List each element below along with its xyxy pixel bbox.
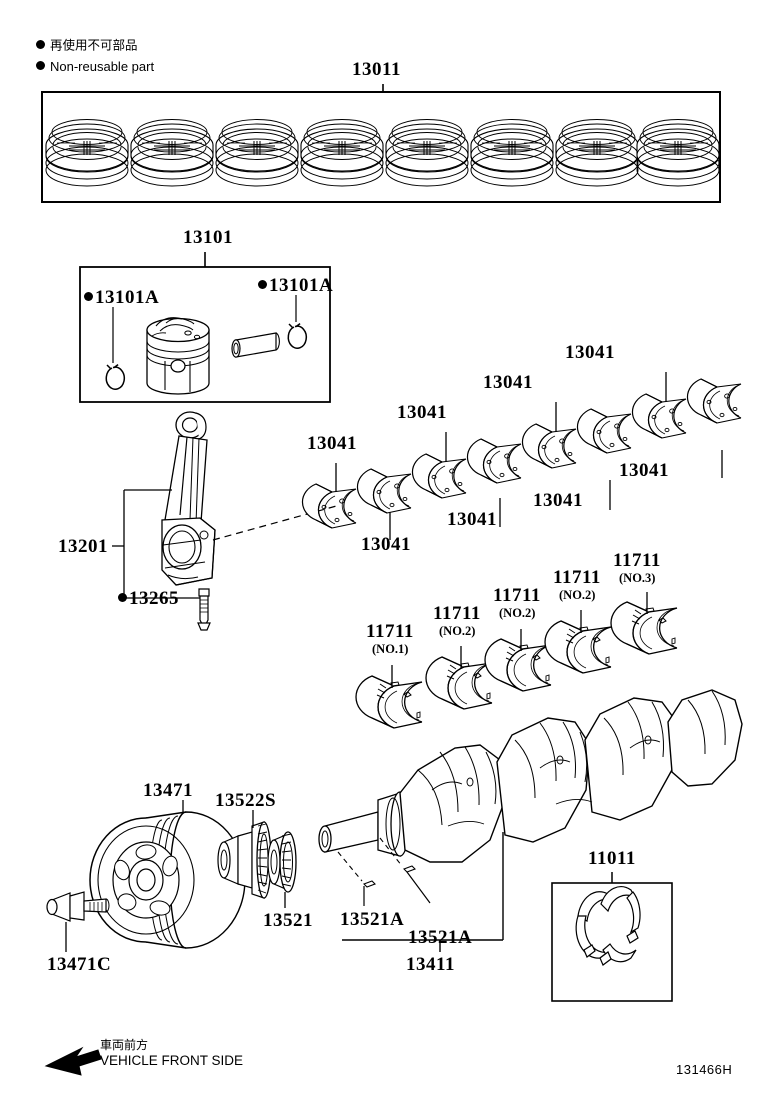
diagram-code: 131466H	[676, 1062, 733, 1077]
non-reusable-marker-icon-5	[118, 593, 127, 603]
label-main-bearing-2[interactable]: 11711	[433, 603, 481, 624]
label-conrod-bearing-2[interactable]: 13041	[361, 534, 411, 555]
vehicle-front-side-japanese: 車両前方	[100, 1038, 149, 1052]
non-reusable-marker-icon	[36, 40, 45, 50]
label-snap-ring-left-text: 13101A	[95, 287, 160, 308]
label-crank-gear[interactable]: 13521	[263, 910, 313, 931]
label-main-bearing-5[interactable]: 11711	[613, 550, 661, 571]
label-main-bearing-1[interactable]: 11711	[366, 621, 414, 642]
label-conrod-bearing-7[interactable]: 13041	[565, 342, 615, 363]
label-pulley-bolt[interactable]: 13471C	[47, 954, 112, 975]
label-snap-ring-right-text: 13101A	[269, 275, 334, 296]
label-connecting-rod[interactable]: 13201	[58, 536, 108, 557]
label-crankshaft[interactable]: 13411	[406, 954, 455, 975]
vehicle-front-side-english: VEHICLE FRONT SIDE	[100, 1053, 244, 1068]
vehicle-front-side-note: 車両前方 VEHICLE FRONT SIDE	[100, 1038, 243, 1068]
label-main-bearing-3[interactable]: 11711	[493, 585, 541, 606]
legend-english-text: Non-reusable part	[50, 59, 155, 75]
label-piston-assembly[interactable]: 13101	[183, 227, 233, 248]
label-snap-ring-left[interactable]: 13101A	[84, 288, 159, 307]
label-conrod-bearing-4[interactable]: 13041	[447, 509, 497, 530]
non-reusable-marker-icon-2	[36, 61, 45, 71]
label-crankshaft-pulley[interactable]: 13471	[143, 780, 193, 801]
label-conrod-bearing-3[interactable]: 13041	[397, 402, 447, 423]
legend-japanese: 再使用不可部品	[36, 38, 138, 52]
label-thrust-washer[interactable]: 11011	[588, 848, 636, 869]
label-conrod-bearing-6[interactable]: 13041	[533, 490, 583, 511]
non-reusable-marker-icon-4	[258, 280, 267, 290]
label-conrod-bolt[interactable]: 13265	[118, 589, 179, 608]
label-main-bearing-5-no: (NO.3)	[619, 571, 656, 585]
label-conrod-bolt-text: 13265	[129, 588, 179, 609]
legend-japanese-text: 再使用不可部品	[50, 37, 138, 53]
label-main-bearing-1-no: (NO.1)	[372, 642, 409, 656]
label-crank-key-a[interactable]: 13521A	[340, 909, 405, 930]
label-conrod-bearing-5[interactable]: 13041	[483, 372, 533, 393]
label-piston-ring-set[interactable]: 13011	[352, 59, 401, 80]
label-snap-ring-right[interactable]: 13101A	[258, 276, 333, 295]
label-conrod-bearing-8[interactable]: 13041	[619, 460, 669, 481]
label-timing-sprocket[interactable]: 13522S	[215, 790, 277, 811]
legend-english: Non-reusable part	[36, 59, 154, 73]
label-main-bearing-4[interactable]: 11711	[553, 567, 601, 588]
non-reusable-marker-icon-3	[84, 292, 93, 302]
label-main-bearing-2-no: (NO.2)	[439, 624, 476, 638]
label-main-bearing-3-no: (NO.2)	[499, 606, 536, 620]
label-conrod-bearing-1[interactable]: 13041	[307, 433, 357, 454]
label-crank-key-b[interactable]: 13521A	[408, 927, 473, 948]
label-main-bearing-4-no: (NO.2)	[559, 588, 596, 602]
